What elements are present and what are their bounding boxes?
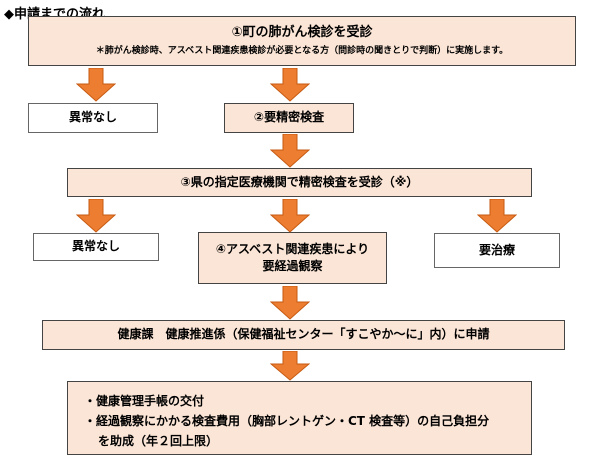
apply-label: 健康課 健康推進係（保健福祉センター「すこやか～に」内）に申請: [117, 327, 490, 342]
no-abnormality-label-1: 異常なし: [68, 110, 117, 125]
benefits-box: ・健康管理手帳の交付 ・経過観察にかかる検査費用（胸部レントゲン・CT 検査等）…: [67, 381, 532, 455]
step2-box: ②要精密検査: [224, 103, 354, 133]
arrow-down-icon: [76, 68, 116, 102]
no-abnormality-label-2: 異常なし: [71, 239, 120, 254]
needs-treatment-box: 要治療: [434, 233, 560, 268]
arrow-down-icon: [270, 199, 310, 233]
needs-treatment-label: 要治療: [478, 242, 515, 257]
benefit-item-2-cont: を助成（年２回上限）: [98, 434, 219, 448]
benefit-item-1: ・健康管理手帳の交付: [84, 394, 205, 408]
benefit-item-2: ・経過観察にかかる検査費用（胸部レントゲン・CT 検査等）の自己負担分: [84, 414, 490, 428]
step1-note: ＊肺がん検診時、アスベスト関連疾患検診が必要となる方（問診時の聞きとりで判断）に…: [95, 45, 509, 56]
arrow-down-icon: [270, 68, 310, 102]
no-abnormality-box-2: 異常なし: [33, 233, 159, 261]
step1-box: ①町の肺がん検診を受診 ＊肺がん検診時、アスベスト関連疾患検診が必要となる方（問…: [28, 16, 576, 66]
step3-label: ③県の指定医療機関で精密検査を受診（※）: [180, 174, 419, 189]
arrow-down-icon: [477, 199, 517, 233]
step1-label: ①町の肺がん検診を受診: [231, 25, 373, 41]
no-abnormality-box-1: 異常なし: [28, 103, 158, 133]
step2-label: ②要精密検査: [253, 110, 325, 125]
arrow-down-icon: [270, 286, 310, 320]
step4-line1: ④アスベスト関連疾患により: [215, 241, 370, 256]
step4-box: ④アスベスト関連疾患により 要経過観察: [198, 232, 387, 284]
arrow-down-icon: [270, 134, 310, 168]
step3-box: ③県の指定医療機関で精密検査を受診（※）: [67, 168, 532, 197]
apply-box: 健康課 健康推進係（保健福祉センター「すこやか～に」内）に申請: [42, 320, 565, 350]
arrow-down-icon: [76, 199, 116, 233]
step4-line2: 要経過観察: [262, 259, 323, 273]
arrow-down-icon: [270, 351, 310, 381]
